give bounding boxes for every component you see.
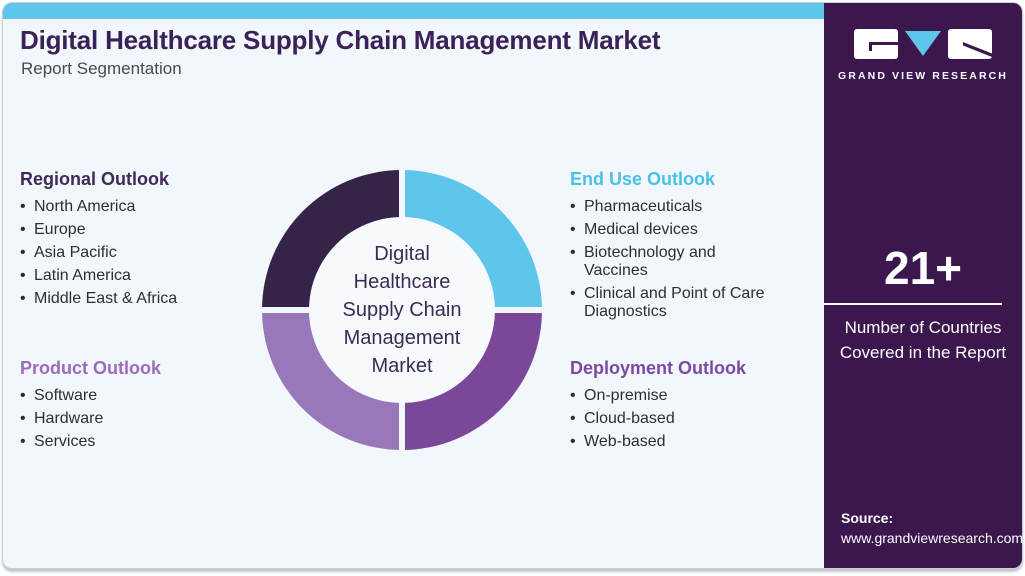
section-regional-title: Regional Outlook (20, 169, 170, 189)
section-product-outlook: Product Outlook • Software • Hardware • Servi… (20, 358, 235, 456)
list-item-label: Hardware (34, 410, 104, 427)
donut-hole (309, 217, 495, 403)
countries-stat-value: 21+ (883, 242, 963, 294)
brand-wordmark: GRAND VIEW RESEARCH (838, 70, 1008, 82)
section-regional-outlook: Regional Outlook • North America • Europe • A… (20, 169, 235, 313)
list-item: • Middle East & Africa (20, 290, 235, 308)
list-item-label: Pharmaceuticals (584, 198, 703, 215)
section-deployment-outlook: Deployment Outlook • On-premise • Cloud-bas… (570, 358, 785, 456)
list-item: • On-premise (570, 387, 785, 405)
bullet-icon: • (20, 267, 26, 284)
list-item: • Pharmaceuticals (570, 198, 775, 216)
section-deployment-title: Deployment Outlook (570, 358, 747, 378)
stat-divider (824, 303, 1003, 305)
gvr-logo-icon (854, 29, 992, 59)
bullet-icon: • (570, 198, 576, 215)
source-label: Source: (841, 510, 894, 526)
list-item-label: Cloud-based (584, 410, 675, 427)
list-item-label: Latin America (34, 267, 131, 284)
countries-stat-label: Number of Countries Covered in the Repor… (839, 318, 1007, 362)
section-end-use-list: • Pharmaceuticals • Medical devices • Biotech… (570, 198, 775, 321)
bullet-icon: • (20, 410, 26, 427)
bullet-icon: • (570, 285, 576, 302)
section-product-list: • Software • Hardware • Services (20, 387, 235, 451)
bullet-icon: • (570, 387, 576, 404)
source-url: www.grandviewresearch.com (841, 530, 1023, 546)
bullet-icon: • (20, 387, 26, 404)
logo-letter-v-icon (905, 31, 941, 56)
bullet-icon: • (20, 244, 26, 261)
list-item: • Medical devices (570, 221, 775, 239)
list-item: • Asia Pacific (20, 244, 235, 262)
bullet-icon: • (20, 221, 26, 238)
bullet-icon: • (20, 198, 26, 215)
page-title: Digital Healthcare Supply Chain Manageme… (20, 25, 661, 55)
countries-stat: 21+ Number of Countries Covered in the R… (824, 241, 1022, 365)
bullet-icon: • (20, 433, 26, 450)
list-item: • Clinical and Point of Care Diagnostics (570, 285, 775, 321)
logo-letter-g-icon (854, 29, 898, 59)
bullet-icon: • (570, 410, 576, 427)
sidebar: GRAND VIEW RESEARCH 21+ Number of Countr… (824, 3, 1022, 568)
list-item: • North America (20, 198, 235, 216)
donut-chart: Digital Healthcare Supply Chain Manageme… (260, 168, 544, 452)
bullet-icon: • (570, 433, 576, 450)
list-item: • Biotechnology and Vaccines (570, 244, 775, 280)
donut-center-label: Digital Healthcare Supply Chain Manageme… (342, 243, 462, 377)
section-deployment-list: • On-premise • Cloud-based • Web-based (570, 387, 785, 451)
section-product-title: Product Outlook (20, 358, 161, 378)
section-regional-list: • North America • Europe • Asia Pacific • Latin… (20, 198, 235, 308)
list-item-label: Web-based (584, 433, 666, 450)
list-item-label: Medical devices (584, 221, 698, 238)
brand-logo: GRAND VIEW RESEARCH (824, 29, 1022, 82)
list-item: • Software (20, 387, 235, 405)
list-item: • Hardware (20, 410, 235, 428)
section-end-use-outlook: End Use Outlook • Pharmaceuticals • Medical… (570, 169, 775, 326)
list-item-label: Middle East & Africa (34, 290, 178, 307)
list-item-label: Asia Pacific (34, 244, 117, 261)
bullet-icon: • (570, 244, 576, 261)
list-item-label: On-premise (584, 387, 668, 404)
logo-letter-r-icon (948, 29, 992, 59)
list-item: • Cloud-based (570, 410, 785, 428)
list-item-label: Software (34, 387, 98, 404)
list-item: • Latin America (20, 267, 235, 285)
list-item-label: North America (34, 198, 136, 215)
list-item: • Europe (20, 221, 235, 239)
list-item-label: Services (34, 433, 96, 450)
list-item-label: Biotechnology and Vaccines (584, 244, 716, 279)
list-item-label: Europe (34, 221, 86, 238)
bullet-icon: • (570, 221, 576, 238)
list-item-label: Clinical and Point of Care Diagnostics (584, 285, 765, 320)
list-item: • Services (20, 433, 235, 451)
source-attribution: Source: www.grandviewresearch.com (841, 508, 1023, 548)
top-accent-bar (3, 3, 824, 19)
list-item: • Web-based (570, 433, 785, 451)
bullet-icon: • (20, 290, 26, 307)
section-end-use-title: End Use Outlook (570, 169, 716, 189)
page-subtitle: Report Segmentation (21, 59, 182, 78)
